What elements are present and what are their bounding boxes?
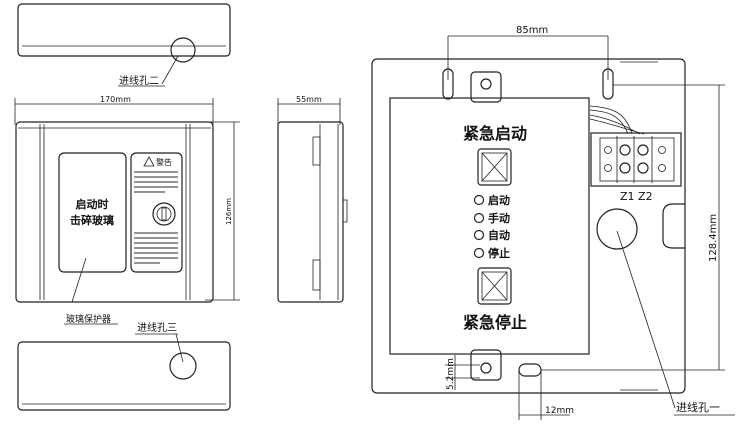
- glass-text-1: 启动时: [76, 197, 109, 211]
- height-dimension: 126mm: [225, 198, 233, 225]
- start-button: [477, 148, 512, 186]
- emergency-start-label: 紧急启动: [463, 124, 527, 143]
- mounting-view: 85mm 紧急启动 启动 手动 自动 停止 紧急停止: [371, 25, 735, 420]
- svg-text:手动: 手动: [488, 211, 510, 225]
- indicator-manual: 手动: [473, 211, 510, 225]
- entry-hole-2-label: 进线孔二: [119, 74, 159, 87]
- warning-title: 警告: [156, 157, 172, 167]
- top-view: 进线孔二: [17, 3, 231, 87]
- indicator-stop: 停止: [473, 246, 510, 260]
- terminal-block: [589, 105, 682, 187]
- depth-dimension: 55mm: [296, 95, 322, 104]
- vertical-offset-dimension: 5.2mm: [446, 358, 456, 390]
- bottom-view: 进线孔三: [17, 321, 231, 411]
- entry-hole-1: [596, 208, 638, 250]
- warning-icon: [143, 156, 155, 167]
- front-panel: [389, 97, 590, 355]
- vertical-hole-dimension: 128.4mm: [708, 214, 719, 262]
- indicator-start: 启动: [473, 193, 510, 207]
- width-dimension: 170mm: [100, 95, 131, 104]
- screw-icon: [480, 362, 492, 374]
- stop-button: [477, 267, 512, 305]
- warning-label: [130, 152, 183, 273]
- mount-slot: [442, 68, 454, 100]
- entry-hole-2: [170, 37, 196, 63]
- entry-hole-3-label: 进线孔三: [137, 321, 177, 334]
- break-glass: [58, 152, 127, 273]
- screw-icon: [480, 78, 492, 90]
- key-lock-icon: [152, 202, 176, 226]
- side-view: 55mm: [277, 95, 348, 303]
- entry-hole-3: [169, 352, 197, 380]
- mount-slot: [518, 363, 542, 377]
- hole-spacing-dimension: 85mm: [516, 25, 548, 36]
- terminal-labels: Z1 Z2: [620, 190, 653, 203]
- glass-text-2: 击碎玻璃: [70, 213, 114, 227]
- indicator-auto: 自动: [473, 228, 510, 242]
- glass-protector-label: 玻璃保护器: [66, 313, 111, 325]
- horizontal-offset-dimension: 12mm: [545, 406, 574, 416]
- emergency-stop-label: 紧急停止: [463, 313, 527, 332]
- mount-slot: [602, 68, 614, 100]
- svg-text:启动: 启动: [488, 193, 510, 207]
- svg-text:自动: 自动: [488, 228, 510, 242]
- front-view: 170mm 启动时 击碎玻璃 警告 126mm 玻璃保护器: [14, 95, 240, 325]
- entry-hole-1-label: 进线孔一: [676, 400, 720, 414]
- svg-text:停止: 停止: [488, 246, 510, 260]
